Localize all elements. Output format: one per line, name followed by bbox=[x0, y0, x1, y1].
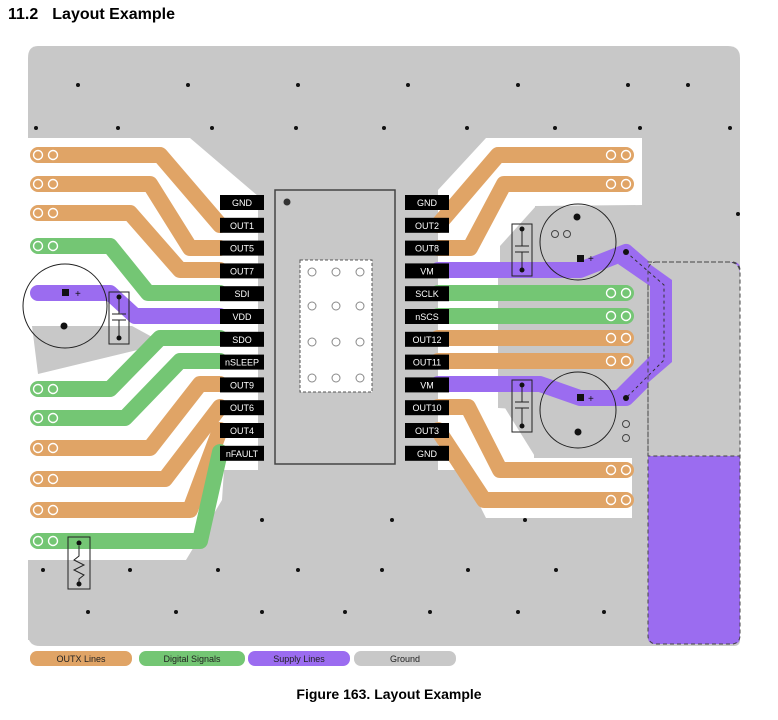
right-pin-column: GNDOUT2OUT8VMSCLKnSCSOUT12OUT11VMOUT10OU… bbox=[405, 195, 449, 461]
trace-pads bbox=[32, 149, 632, 547]
legend-ground-label: Ground bbox=[390, 654, 420, 664]
pullup-resistor bbox=[67, 536, 91, 590]
digital-traces bbox=[30, 238, 634, 549]
decoupling-capacitor-left bbox=[108, 291, 130, 345]
ground-tab-right bbox=[636, 206, 648, 456]
left-pin-out7: OUT7 bbox=[220, 263, 264, 279]
ground-pour-left bbox=[32, 326, 154, 374]
right-pin-out12: OUT12 bbox=[405, 331, 449, 347]
clearance-right bbox=[438, 138, 642, 518]
ground-pour-right-bottom bbox=[500, 400, 636, 458]
left-pin-label: VDD bbox=[232, 312, 252, 322]
left-pin-out9: OUT9 bbox=[220, 377, 264, 393]
left-pin-nsleep: nSLEEP bbox=[220, 354, 264, 370]
supply-route-dashed bbox=[625, 251, 665, 399]
bulk-capacitor-right-top: + bbox=[539, 203, 629, 281]
legend-outx-swatch bbox=[30, 651, 132, 666]
svg-text:+: + bbox=[588, 254, 594, 265]
right-pin-label: VM bbox=[420, 380, 434, 390]
left-pin-label: OUT9 bbox=[230, 380, 254, 390]
right-pin-out10: OUT10 bbox=[405, 400, 449, 416]
right-pin-label: nSCS bbox=[415, 312, 439, 322]
left-pin-label: SDO bbox=[232, 335, 252, 345]
section-number: 11.2 bbox=[8, 6, 39, 23]
right-pin-out2: OUT2 bbox=[405, 217, 449, 233]
left-pin-sdi: SDI bbox=[220, 286, 264, 302]
right-pin-out11: OUT11 bbox=[405, 354, 449, 370]
right-pin-vm: VM bbox=[405, 377, 449, 393]
right-pin-label: OUT2 bbox=[415, 221, 439, 231]
right-pin-label: GND bbox=[417, 198, 438, 208]
right-pin-out8: OUT8 bbox=[405, 240, 449, 256]
ic-package bbox=[274, 189, 396, 465]
left-pin-label: nFAULT bbox=[226, 449, 259, 459]
right-pin-label: OUT3 bbox=[415, 426, 439, 436]
outx-traces bbox=[30, 147, 634, 518]
left-pin-sdo: SDO bbox=[220, 331, 264, 347]
legend-digital-label: Digital Signals bbox=[163, 654, 221, 664]
legend-outx-label: OUTX Lines bbox=[56, 654, 106, 664]
left-pin-out6: OUT6 bbox=[220, 400, 264, 416]
bulk-capacitor-left: + bbox=[22, 263, 108, 349]
left-pin-vdd: VDD bbox=[220, 309, 264, 324]
section-title: Layout Example bbox=[52, 6, 175, 23]
legend-supply-label: Supply Lines bbox=[273, 654, 325, 664]
right-pin-label: OUT8 bbox=[415, 244, 439, 254]
left-pin-out5: OUT5 bbox=[220, 240, 264, 256]
right-pin-vm: VM bbox=[405, 263, 449, 279]
svg-text:+: + bbox=[75, 289, 81, 300]
right-pin-label: OUT11 bbox=[413, 358, 441, 368]
legend-digital-swatch bbox=[139, 651, 245, 666]
left-pin-label: nSLEEP bbox=[225, 358, 259, 368]
left-pin-out4: OUT4 bbox=[220, 423, 264, 438]
ground-strip-bottom bbox=[28, 556, 632, 640]
left-pin-label: GND bbox=[232, 198, 253, 208]
section-heading: 11.2 Layout Example bbox=[8, 6, 175, 24]
decoupling-capacitor-right-bottom bbox=[511, 379, 533, 433]
svg-text:+: + bbox=[588, 394, 594, 405]
left-pin-nfault: nFAULT bbox=[220, 445, 264, 461]
left-pin-label: SDI bbox=[234, 289, 249, 299]
left-pin-label: OUT5 bbox=[230, 244, 254, 254]
left-pin-out1: OUT1 bbox=[220, 217, 264, 233]
supply-plane-outline bbox=[647, 261, 741, 645]
right-pin-out3: OUT3 bbox=[405, 423, 449, 438]
right-pin-gnd: GND bbox=[405, 195, 449, 210]
supply-connector bbox=[616, 250, 672, 400]
right-pin-nscs: nSCS bbox=[405, 309, 449, 324]
vias bbox=[34, 83, 740, 614]
legend-supply-swatch bbox=[248, 651, 350, 666]
decoupling-capacitor-right-top bbox=[511, 223, 533, 277]
bulk-capacitor-right-bottom: + bbox=[539, 371, 630, 449]
left-pin-gnd: GND bbox=[220, 195, 264, 210]
right-pin-label: OUT10 bbox=[412, 403, 441, 413]
right-pin-label: VM bbox=[420, 266, 434, 276]
right-pin-sclk: SCLK bbox=[405, 286, 449, 302]
right-pin-gnd: GND bbox=[405, 445, 449, 461]
right-pin-label: OUT12 bbox=[412, 335, 441, 345]
left-pin-label: OUT1 bbox=[230, 221, 254, 231]
left-pin-label: OUT6 bbox=[230, 403, 254, 413]
left-pin-label: OUT4 bbox=[230, 426, 254, 436]
figure-caption: Figure 163. Layout Example bbox=[296, 686, 482, 702]
right-pin-label: SCLK bbox=[415, 289, 439, 299]
legend-ground-swatch bbox=[354, 651, 456, 666]
left-pin-label: OUT7 bbox=[230, 266, 254, 276]
legend: OUTX Lines Digital Signals Supply Lines … bbox=[30, 651, 456, 666]
right-pin-label: GND bbox=[417, 449, 438, 459]
